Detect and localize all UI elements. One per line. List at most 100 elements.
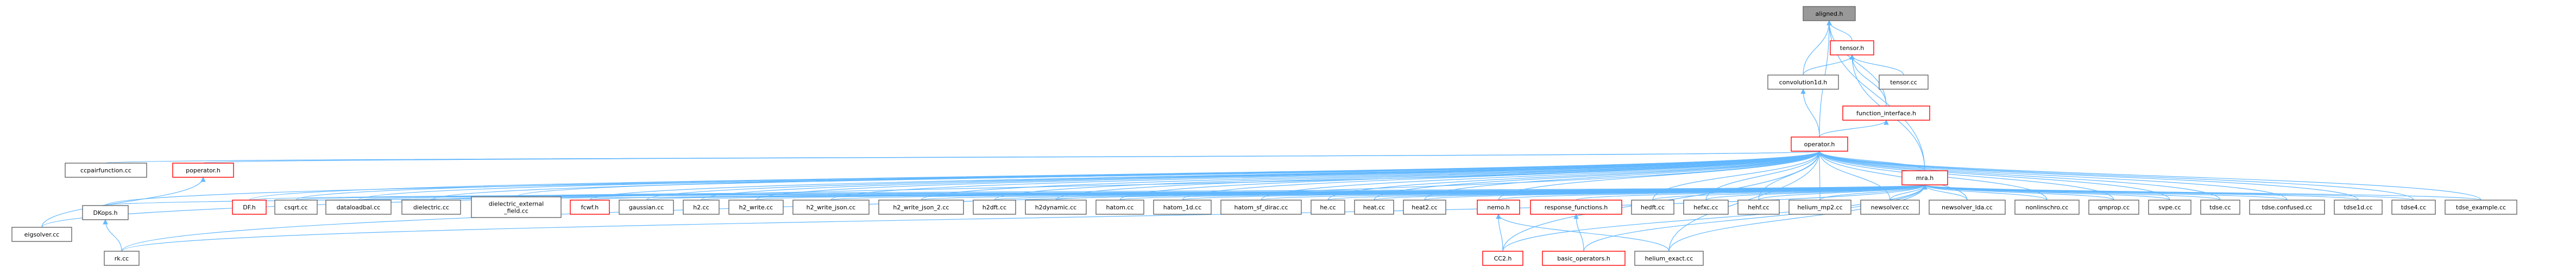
node-box xyxy=(1830,40,1874,55)
node-label: h2.cc xyxy=(693,204,709,211)
node-box xyxy=(1803,6,1856,21)
node-mra[interactable]: mra.h xyxy=(1901,170,1948,185)
edge-hefxc-to-mra xyxy=(1705,184,1928,201)
node-response[interactable]: response_functions.h xyxy=(1530,200,1622,215)
node-operator[interactable]: operator.h xyxy=(1791,136,1848,152)
node-he[interactable]: he.cc xyxy=(1311,200,1345,215)
node-nemo[interactable]: nemo.h xyxy=(1477,200,1520,215)
node-box xyxy=(1901,170,1948,185)
node-nonlinschro[interactable]: nonlinschro.cc xyxy=(2014,200,2080,215)
edge-qmprop-to-operator xyxy=(1817,151,2114,201)
node-helium-exact[interactable]: helium_exact.cc xyxy=(1634,251,1704,266)
node-convolution1d[interactable]: convolution1d.h xyxy=(1767,74,1839,90)
node-box xyxy=(2445,200,2517,215)
node-box xyxy=(1095,200,1144,215)
node-heat2[interactable]: heat2.cc xyxy=(1403,200,1446,215)
node-label: operator.h xyxy=(1804,141,1835,148)
node-label: gaussian.cc xyxy=(629,204,664,211)
node-hefxc[interactable]: hefxc.cc xyxy=(1683,200,1729,215)
node-box xyxy=(11,227,72,242)
node-h2dft[interactable]: h2dft.cc xyxy=(973,200,1016,215)
node-box xyxy=(1634,251,1704,266)
node-newsolver-lda[interactable]: newsolver_lda.cc xyxy=(1929,200,2006,215)
node-h2-write-json[interactable]: h2_write_json.cc xyxy=(792,200,870,215)
node-csqrt[interactable]: csqrt.cc xyxy=(274,200,318,215)
node-label: tensor.cc xyxy=(1890,79,1917,86)
node-box xyxy=(1683,200,1729,215)
node-label: helium_exact.cc xyxy=(1645,255,1693,262)
node-label: h2_write_json_2.cc xyxy=(893,204,949,211)
node-hehf[interactable]: hehf.cc xyxy=(1737,200,1780,215)
edge-nonlinschro-to-mra xyxy=(1922,184,2048,201)
node-aligned[interactable]: aligned.h xyxy=(1803,6,1856,21)
node-sdf-shape[interactable]: svpe.cc xyxy=(2148,200,2191,215)
edge-tdse1d-to-operator xyxy=(1817,151,2359,201)
node-df[interactable]: DF.h xyxy=(232,200,267,215)
node-box xyxy=(65,163,147,178)
node-tdse-example[interactable]: tdse_example.cc xyxy=(2445,200,2517,215)
edge-rk-to-operator xyxy=(121,151,1822,252)
node-hatom-sf-dirac[interactable]: hatom_sf_dirac.cc xyxy=(1220,200,1302,215)
edge-rk-to-dkops xyxy=(103,219,122,252)
node-heat[interactable]: heat.cc xyxy=(1354,200,1394,215)
node-ccpar[interactable]: ccpairfunction.cc xyxy=(65,163,147,178)
node-h2-write[interactable]: h2_write.cc xyxy=(728,200,784,215)
node-dielectric-ext[interactable]: dielectric_external_field.cc xyxy=(471,196,562,218)
node-label: csqrt.cc xyxy=(284,204,307,211)
node-h2[interactable]: h2.cc xyxy=(683,200,720,215)
node-eigsolver[interactable]: eigsolver.cc xyxy=(11,227,72,242)
edge-helium_mp2-to-mra xyxy=(1819,184,1928,201)
node-tensor-cc[interactable]: tensor.cc xyxy=(1879,74,1929,90)
node-tensor-h[interactable]: tensor.h xyxy=(1830,40,1874,55)
edge-poperator-to-operator xyxy=(203,151,1821,164)
node-tdse1d[interactable]: tdse1d.cc xyxy=(2334,200,2383,215)
node-h2dynamic[interactable]: h2dynamic.cc xyxy=(1025,200,1087,215)
node-hatom[interactable]: hatom.cc xyxy=(1095,200,1144,215)
node-dataloadbal[interactable]: dataloadbal.cc xyxy=(325,200,392,215)
node-dkops[interactable]: DKops.h xyxy=(82,205,129,220)
node-hedft[interactable]: hedft.cc xyxy=(1631,200,1674,215)
node-gaussian[interactable]: gaussian.cc xyxy=(619,200,674,215)
node-fcwf[interactable]: fcwf.h xyxy=(570,200,610,215)
node-basic-ops[interactable]: basic_operators.h xyxy=(1542,251,1626,266)
node-h2-write-json-2[interactable]: h2_write_json_2.cc xyxy=(878,200,964,215)
node-box xyxy=(1482,251,1523,266)
edge-tdse_example-to-mra xyxy=(1922,184,2481,201)
node-box xyxy=(471,196,562,218)
node-hatom-1d[interactable]: hatom_1d.cc xyxy=(1153,200,1212,215)
node-box xyxy=(274,200,318,215)
node-label: helium_mp2.cc xyxy=(1797,204,1842,211)
node-box xyxy=(570,200,610,215)
node-box xyxy=(1788,200,1851,215)
edge-cc2-to-mra xyxy=(1502,184,1928,252)
node-box xyxy=(2148,200,2191,215)
node-box xyxy=(1025,200,1087,215)
edge-sdf_shape-to-operator xyxy=(1817,151,2170,201)
node-label: fcwf.h xyxy=(581,204,599,211)
node-rk[interactable]: rk.cc xyxy=(104,251,140,266)
node-tdse-confused[interactable]: tdse.confused.cc xyxy=(2249,200,2325,215)
node-label: hefxc.cc xyxy=(1693,204,1718,211)
node-box xyxy=(172,163,234,178)
node-label: nonlinschro.cc xyxy=(2026,204,2069,211)
node-dielectric[interactable]: dielectric.cc xyxy=(401,200,461,215)
edge-tdse4-to-operator xyxy=(1817,151,2414,201)
node-function-interface[interactable]: function_interface.h xyxy=(1842,105,1930,121)
edge-tdse_example-to-operator xyxy=(1817,151,2481,201)
node-label: ccpairfunction.cc xyxy=(80,167,131,174)
node-newsolver[interactable]: newsolver.cc xyxy=(1860,200,1920,215)
node-tdse4[interactable]: tdse4.cc xyxy=(2391,200,2436,215)
node-label: poperator.h xyxy=(186,167,221,174)
edge-basic_ops-to-mra xyxy=(1583,184,1928,252)
node-helium-mp2[interactable]: helium_mp2.cc xyxy=(1788,200,1851,215)
edge-response-to-mra xyxy=(1576,184,1928,201)
node-box xyxy=(1311,200,1345,215)
node-box xyxy=(1542,251,1626,266)
node-poperator[interactable]: poperator.h xyxy=(172,163,234,178)
node-qmprop[interactable]: qmprop.cc xyxy=(2088,200,2139,215)
node-box xyxy=(973,200,1016,215)
node-label: svpe.cc xyxy=(2158,204,2181,211)
node-tdse[interactable]: tdse.cc xyxy=(2200,200,2240,215)
node-cc2[interactable]: CC2.h xyxy=(1482,251,1523,266)
edge-he-to-operator xyxy=(1327,151,1822,201)
